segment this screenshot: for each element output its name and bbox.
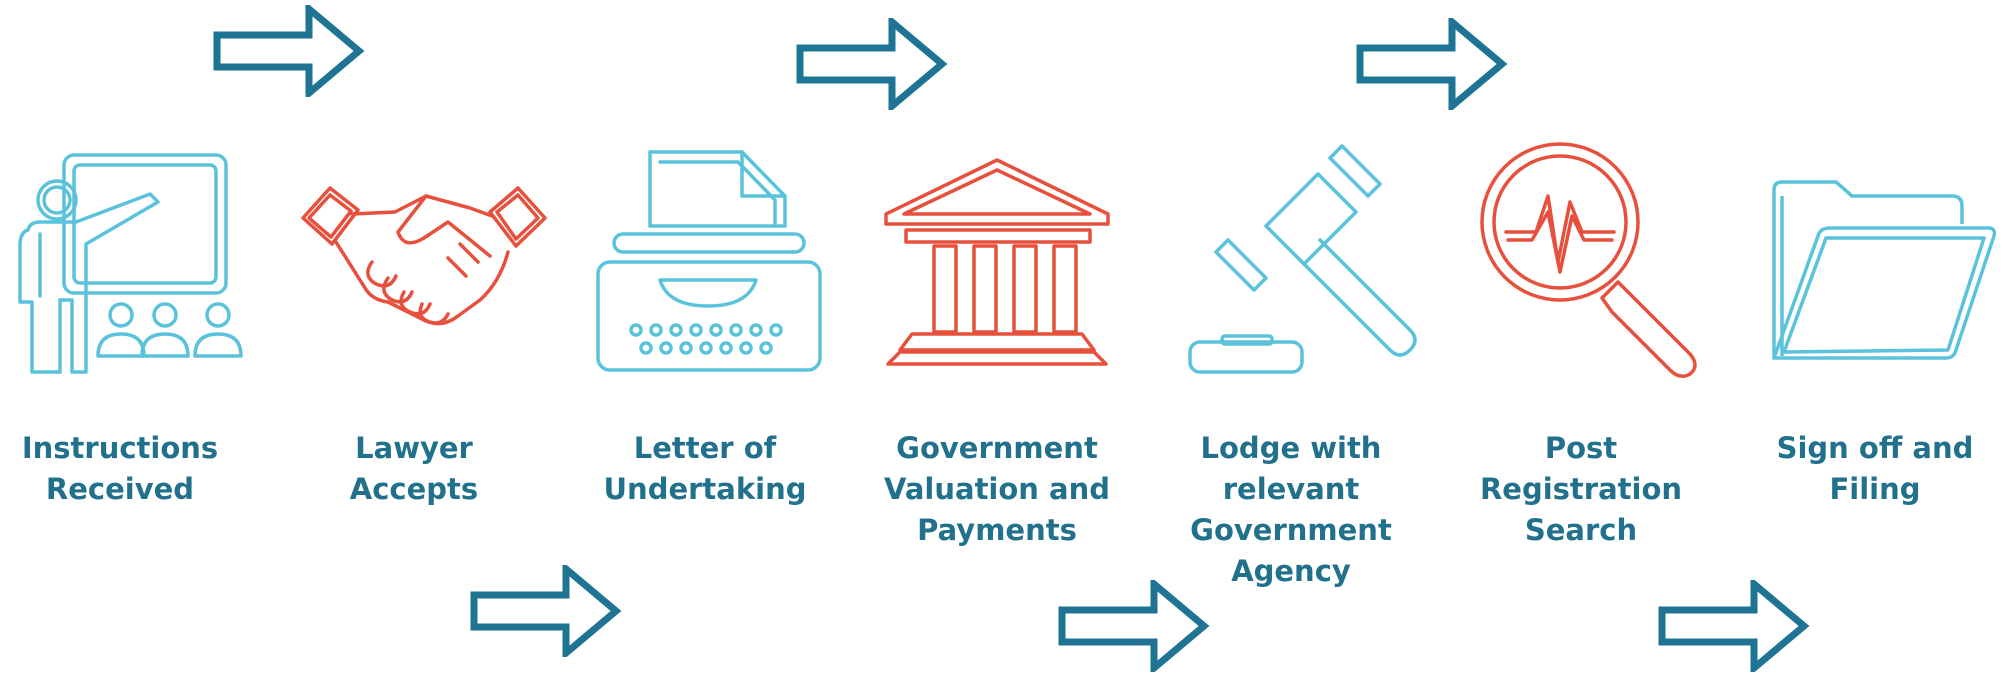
right-arrow-icon — [1658, 580, 1810, 672]
handshake-icon — [301, 186, 547, 326]
magnifier-pulse-icon — [1480, 142, 1697, 378]
right-arrow-icon — [796, 18, 948, 110]
step-label-lawyer-accepts: Lawyer Accepts — [349, 431, 479, 506]
presentation-teacher-icon — [18, 153, 243, 374]
right-arrow-icon — [213, 5, 365, 97]
typewriter-icon — [596, 150, 822, 372]
right-arrow-icon — [1058, 580, 1210, 672]
right-arrow-icon — [1356, 18, 1508, 110]
folder-icon — [1772, 180, 1997, 360]
right-arrow-icon — [470, 565, 622, 657]
step-label-letter-of-undertaking: Letter of Undertaking — [603, 431, 807, 506]
step-label-instructions-received: Instructions Received — [21, 431, 219, 506]
gavel-icon — [1188, 144, 1417, 374]
step-label-sign-off-filing: Sign off and Filing — [1776, 431, 1974, 506]
step-label-government-valuation: Government Valuation and Payments — [883, 431, 1111, 547]
government-building-icon — [884, 158, 1110, 366]
step-label-post-registration-search: Post Registration Search — [1479, 431, 1683, 547]
step-label-lodge-with-agency: Lodge with relevant Government Agency — [1190, 431, 1392, 588]
